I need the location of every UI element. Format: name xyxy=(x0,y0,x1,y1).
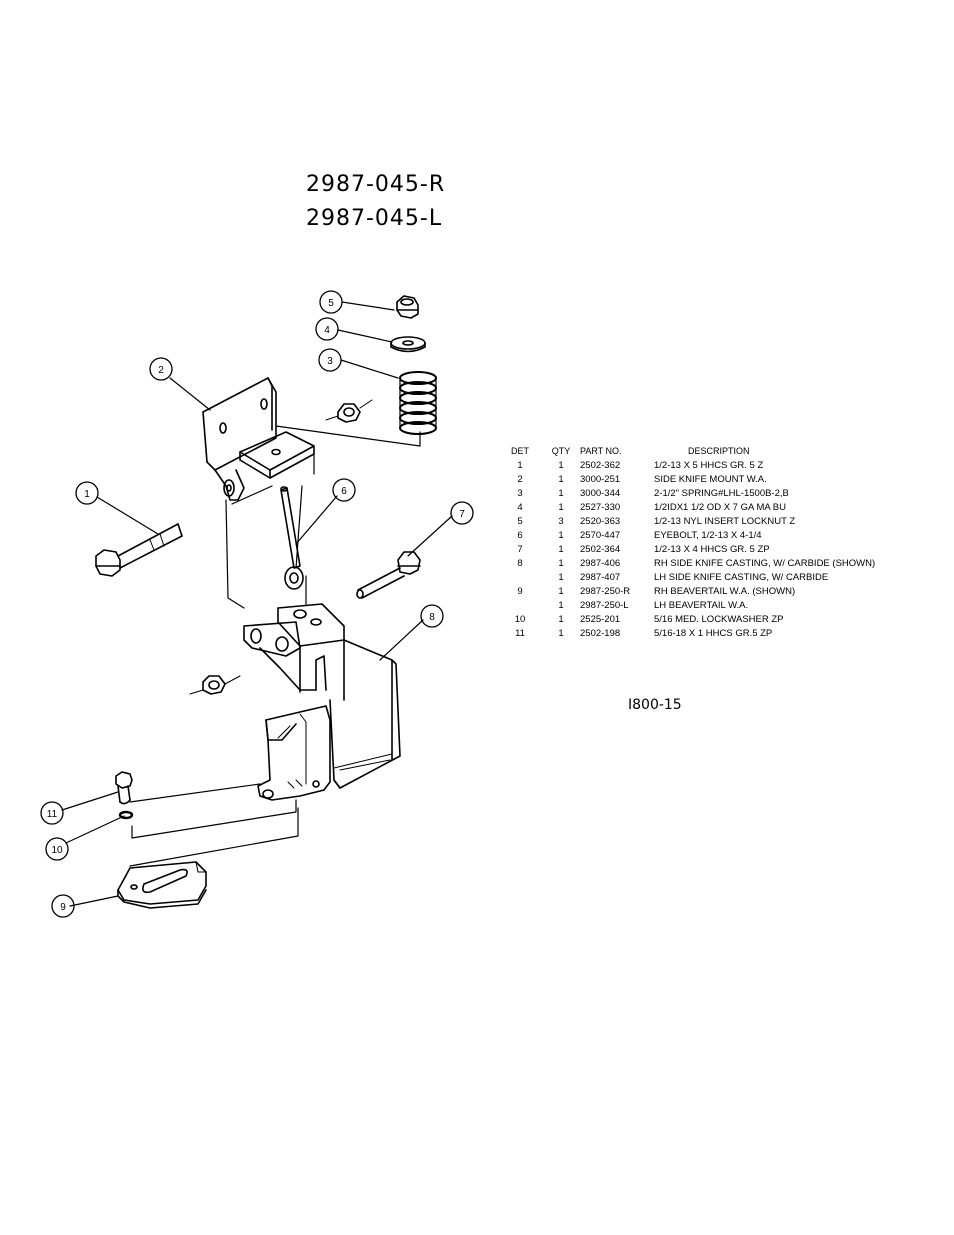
row-part-no: 2525-201 xyxy=(580,614,621,625)
row-part-no: 2520-363 xyxy=(580,516,621,527)
eyebolt xyxy=(280,486,304,590)
header-qty: QTY xyxy=(551,446,571,456)
locknut-mount xyxy=(325,399,373,423)
lockwasher xyxy=(118,810,134,820)
row-description: RH BEAVERTAIL W.A. (SHOWN) xyxy=(654,586,796,597)
side-knife-casting xyxy=(243,603,401,801)
row-description: EYEBOLT, 1/2-13 X 4-1/4 xyxy=(654,530,762,541)
row-det: 7 xyxy=(517,544,523,555)
callout-balloon-11 xyxy=(40,801,64,825)
row-qty: 1 xyxy=(558,502,564,513)
locknut-top xyxy=(396,295,419,319)
row-part-no: 2502-364 xyxy=(580,544,621,555)
row-description: 1/2-13 X 5 HHCS GR. 5 Z xyxy=(654,460,764,471)
callout-11: 11 xyxy=(47,809,58,820)
callout-5: 5 xyxy=(328,298,334,309)
row-part-no: 3000-251 xyxy=(580,474,621,485)
callout-9: 9 xyxy=(60,902,66,913)
row-qty: 1 xyxy=(558,586,564,597)
callout-balloon-10 xyxy=(45,837,69,861)
row-part-no: 2570-447 xyxy=(580,530,621,541)
callout-balloon-9 xyxy=(51,894,75,918)
row-qty: 1 xyxy=(558,614,564,625)
callout-labels: 5 4 3 2 1 6 7 8 9 10 11 xyxy=(47,298,465,913)
row-det: 3 xyxy=(517,488,523,499)
row-det: 11 xyxy=(515,628,525,639)
header-det: DET xyxy=(511,446,529,456)
callout-balloon-2 xyxy=(149,357,173,381)
callout-4: 4 xyxy=(324,325,330,336)
row-part-no: 2987-407 xyxy=(580,572,621,583)
header-description: DESCRIPTION xyxy=(688,446,750,456)
callout-balloon-3 xyxy=(318,348,342,372)
row-qty: 1 xyxy=(558,558,564,569)
callout-balloon-8 xyxy=(420,604,444,628)
callout-3: 3 xyxy=(327,356,333,367)
row-qty: 1 xyxy=(558,474,564,485)
row-qty: 1 xyxy=(558,460,564,471)
beavertail xyxy=(117,861,207,909)
row-qty: 1 xyxy=(558,530,564,541)
row-qty: 1 xyxy=(558,488,564,499)
row-description: 5/16 MED. LOCKWASHER ZP xyxy=(654,614,784,625)
row-description: SIDE KNIFE MOUNT W.A. xyxy=(654,474,767,485)
row-det: 4 xyxy=(517,502,523,513)
callout-balloon-1 xyxy=(75,481,99,505)
row-part-no: 2987-406 xyxy=(580,558,621,569)
row-qty: 1 xyxy=(558,600,564,611)
callout-balloon-6 xyxy=(332,478,356,502)
bolt-small xyxy=(115,771,133,805)
row-part-no: 2502-198 xyxy=(580,628,621,639)
row-det: 8 xyxy=(517,558,523,569)
washer xyxy=(390,336,426,353)
row-part-no: 2987-250-R xyxy=(580,586,631,597)
row-det: 9 xyxy=(517,586,523,597)
row-description: 2-1/2" SPRING#LHL-1500B-2,B xyxy=(654,488,789,499)
row-qty: 1 xyxy=(558,572,564,583)
bolt-long xyxy=(95,523,183,577)
row-description: 1/2-13 NYL INSERT LOCKNUT Z xyxy=(654,516,796,527)
assembly-title-lh: 2987-045-L xyxy=(306,206,443,231)
row-det: 10 xyxy=(514,614,526,625)
callout-2: 2 xyxy=(158,365,164,376)
callout-8: 8 xyxy=(429,612,435,623)
callout-1: 1 xyxy=(84,489,90,500)
callout-balloon-5 xyxy=(319,290,343,314)
row-det: 6 xyxy=(517,530,523,541)
drawing-number: I800-15 xyxy=(628,697,682,713)
row-description: LH SIDE KNIFE CASTING, W/ CARBIDE xyxy=(654,572,829,583)
row-part-no: 3000-344 xyxy=(580,488,621,499)
assembly-title-rh: 2987-045-R xyxy=(306,172,446,197)
header-part-no: PART NO. xyxy=(580,446,622,456)
row-description: 1/2-13 X 4 HHCS GR. 5 ZP xyxy=(654,544,770,555)
callout-6: 6 xyxy=(341,486,347,497)
row-part-no: 2502-362 xyxy=(580,460,621,471)
row-description: RH SIDE KNIFE CASTING, W/ CARBIDE (SHOWN… xyxy=(654,558,876,569)
row-description: 1/2IDX1 1/2 OD X 7 GA MA BU xyxy=(654,502,787,513)
callout-balloon-7 xyxy=(450,501,474,525)
row-det: 1 xyxy=(517,460,523,471)
callout-10: 10 xyxy=(51,845,63,856)
row-part-no: 2987-250-L xyxy=(580,600,629,611)
side-knife-mount xyxy=(202,377,315,501)
bolt-medium xyxy=(356,551,421,599)
locknut-lower xyxy=(189,675,241,695)
assembly-lines xyxy=(129,425,421,867)
row-qty: 1 xyxy=(558,628,564,639)
callout-balloon-4 xyxy=(315,317,339,341)
row-part-no: 2527-330 xyxy=(580,502,621,513)
spring xyxy=(399,371,437,435)
callout-leaders xyxy=(61,301,453,907)
row-description: 5/16-18 X 1 HHCS GR.5 ZP xyxy=(654,628,773,639)
row-det: 5 xyxy=(517,516,523,527)
row-det: 2 xyxy=(517,474,523,485)
callout-balloons xyxy=(40,290,474,918)
row-description: LH BEAVERTAIL W.A. xyxy=(654,600,749,611)
callout-7: 7 xyxy=(459,509,465,520)
row-qty: 1 xyxy=(558,544,564,555)
row-qty: 3 xyxy=(558,516,564,527)
